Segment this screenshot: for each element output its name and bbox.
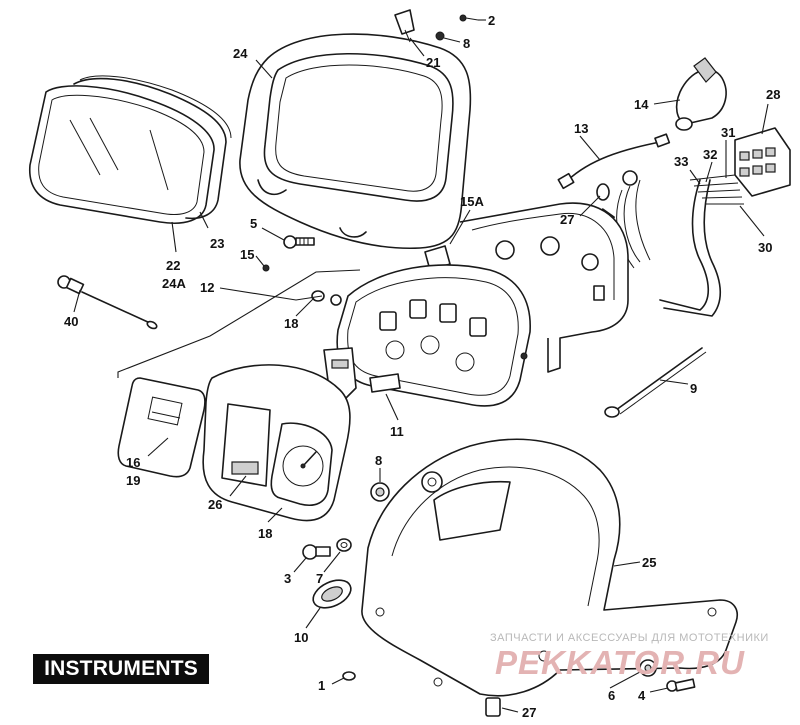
socket-cable-13 xyxy=(557,133,671,190)
screw-5 xyxy=(283,235,315,249)
callout-9: 9 xyxy=(690,381,697,396)
connector-28 xyxy=(734,127,791,197)
watermark-logo: PEKKATOR.RU xyxy=(495,644,745,681)
nut-8-top xyxy=(435,31,445,41)
callout-13: 13 xyxy=(574,121,588,136)
grommet-18-top xyxy=(311,290,342,306)
callout-27: 27 xyxy=(560,212,574,227)
grommet-10 xyxy=(312,579,352,609)
callout-11: 11 xyxy=(390,424,404,439)
callout-15a: 15A xyxy=(460,194,484,209)
leader-lines xyxy=(73,19,769,713)
callout-5: 5 xyxy=(250,216,257,231)
callout-31: 31 xyxy=(721,125,735,140)
callout-2: 2 xyxy=(488,13,495,28)
callout-32: 32 xyxy=(703,147,717,162)
callout-40: 40 xyxy=(64,314,78,329)
callout-28: 28 xyxy=(766,87,780,102)
callout-21: 21 xyxy=(426,55,440,70)
screw-3 xyxy=(302,544,331,560)
washer-6 xyxy=(639,659,657,677)
screw-15 xyxy=(262,264,270,272)
callout-27-bottom: 27 xyxy=(522,705,536,720)
callout-18: 18 xyxy=(284,316,298,331)
callout-6: 6 xyxy=(608,688,615,703)
lens-glass-part xyxy=(29,75,232,224)
upper-cover-part xyxy=(239,9,472,250)
cluster-body xyxy=(336,264,531,407)
diagram-title: INSTRUMENTS xyxy=(33,654,209,684)
callout-10: 10 xyxy=(294,630,308,645)
lower-housing-25 xyxy=(361,438,738,697)
unit-14 xyxy=(675,57,727,131)
callout-22: 22 xyxy=(166,258,180,273)
grommet-8-bottom xyxy=(370,482,390,502)
plate-27-bottom xyxy=(485,697,501,717)
nut-1 xyxy=(342,671,356,681)
cable-40 xyxy=(57,275,158,330)
callout-16: 16 xyxy=(126,455,140,470)
callout-8: 8 xyxy=(463,36,470,51)
callout-15: 15 xyxy=(240,247,254,262)
callout-4: 4 xyxy=(638,688,646,703)
washer-7 xyxy=(336,538,352,552)
callout-24: 24 xyxy=(233,46,248,61)
callout-30: 30 xyxy=(758,240,772,255)
callout-23: 23 xyxy=(210,236,224,251)
callout-labels: 2 8 21 24 14 28 13 31 32 33 27 30 15A 5 … xyxy=(64,13,780,720)
bolt-4 xyxy=(666,678,696,692)
watermark-tagline: ЗАПЧАСТИ И АКСЕССУАРЫ ДЛЯ МОТОТЕХНИКИ xyxy=(490,632,769,644)
callout-8-bottom: 8 xyxy=(375,453,382,468)
screw-2 xyxy=(459,14,479,22)
rod-9 xyxy=(604,347,707,418)
callout-7: 7 xyxy=(316,571,323,586)
housing-bracket-12 xyxy=(424,202,629,373)
callout-26: 26 xyxy=(208,497,222,512)
callout-18-bottom: 18 xyxy=(258,526,272,541)
callout-1: 1 xyxy=(318,678,325,693)
callout-19: 19 xyxy=(126,473,140,488)
callout-3: 3 xyxy=(284,571,291,586)
gauge-face-16 xyxy=(117,377,206,478)
callout-25: 25 xyxy=(642,555,656,570)
cluster-face xyxy=(202,364,351,522)
callout-24a: 24A xyxy=(162,276,186,291)
callout-33: 33 xyxy=(674,154,688,169)
callout-14: 14 xyxy=(634,97,649,112)
callout-12: 12 xyxy=(200,280,214,295)
